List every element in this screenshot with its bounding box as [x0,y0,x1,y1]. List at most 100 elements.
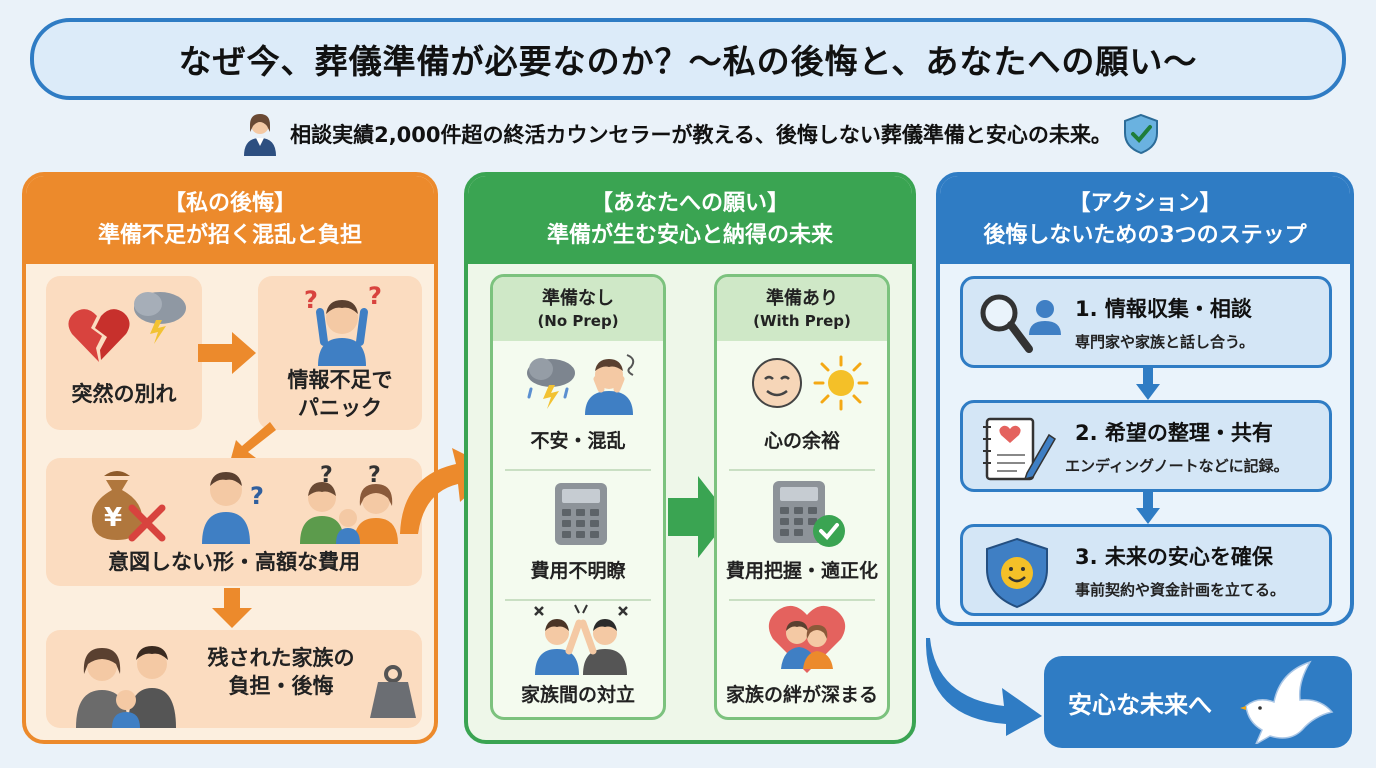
step-2-icon [977,413,1057,489]
family-burden-card: 残された家族の 負担・後悔 [46,630,422,728]
step-3-title: 3. 未来の安心を確保 [1075,545,1273,569]
cost-control-label: 費用把握・適正化 [725,560,878,582]
sudden-parting-label: 突然の別れ [71,382,177,406]
divider [729,599,875,601]
svg-text:?: ? [320,463,333,488]
calculator-check-icon [773,481,845,547]
subtitle-row: 相談実績2,000件超の終活カウンセラーが教える、後悔しない葬儀準備と安心の未来… [160,112,1240,156]
wish-header-title: 準備が生む安心と納得の未来 [546,223,833,248]
sun-icon [813,355,869,411]
action-panel-header: 【アクション】 後悔しないための3つのステップ [940,176,1350,264]
subtitle-text: 相談実績2,000件超の終活カウンセラーが教える、後悔しない葬儀準備と安心の未来… [290,123,1112,147]
high-cost-card: ¥ ? ? ? 意図しない形・高額な費用 [46,458,422,586]
family-burden-line1: 残された家族の [207,646,355,670]
panic-card: ? ? 情報不足で パニック [258,276,422,430]
action-header-title: 後悔しないための3つのステップ [983,223,1307,248]
no-prep-sub: (No Prep) [537,312,619,331]
regret-panel-header: 【私の後悔】 準備不足が招く混乱と負担 [26,176,434,264]
grieving-family-icon [76,646,176,728]
divider [505,599,651,601]
high-cost-label: 意図しない形・高額な費用 [108,550,360,574]
family-conflict-cell: 家族間の対立 [493,595,663,717]
with-prep-header: 準備あり (With Prep) [717,277,887,341]
weight-icon [370,665,416,718]
anxiety-label: 不安・混乱 [530,430,626,452]
no-prep-title: 準備なし [542,287,614,309]
with-prep-column: 準備あり (With Prep) 心の余裕 [714,274,890,720]
secure-future-banner: 安心な未来へ [1044,656,1352,748]
broken-heart-icon [68,309,130,362]
green-arrow-icon [668,476,730,558]
peace-of-mind-label: 心の余裕 [763,430,840,452]
step-arrow-icon [1136,368,1160,400]
wish-panel: 【あなたへの願い】 準備が生む安心と納得の未来 準備なし (No Prep) 不… [464,172,916,744]
dove-icon [1240,660,1334,744]
step-1-icon [977,289,1063,363]
money-bag-icon: ¥ [91,471,166,542]
divider [505,469,651,471]
panic-label: 情報不足で パニック [258,366,422,423]
counselor-icon [244,114,277,156]
svg-text:?: ? [368,463,381,488]
unclear-cost-cell: 費用不明瞭 [493,471,663,599]
step-1-desc: 専門家や家族と話し合う。 [1075,333,1255,351]
down-arrow-icon [212,588,252,628]
cost-control-cell: 費用把握・適正化 [717,471,887,599]
action-panel: 【アクション】 後悔しないための3つのステップ 1. 情報収集・相談 専門家や家… [936,172,1354,626]
regret-header-title: 準備不足が招く混乱と負担 [97,223,362,248]
svg-text:?: ? [304,286,318,314]
step-1-card: 1. 情報収集・相談 専門家や家族と話し合う。 [960,276,1332,368]
regret-panel: 【私の後悔】 準備不足が招く混乱と負担 突然の別れ ? ? 情報不足で パニ [22,172,438,744]
family-bond-cell: 家族の絆が深まる [717,595,887,717]
smile-face-icon [752,358,802,408]
step-3-icon [977,537,1057,613]
wish-panel-header: 【あなたへの願い】 準備が生む安心と納得の未来 [468,176,912,264]
svg-text:?: ? [250,482,264,510]
step-1-title: 1. 情報収集・相談 [1075,297,1252,321]
family-burden-label: 残された家族の 負担・後悔 [196,644,366,701]
no-prep-header: 準備なし (No Prep) [493,277,663,341]
sudden-parting-card: 突然の別れ [46,276,202,430]
hug-heart-icon [768,605,846,673]
step-2-card: 2. 希望の整理・共有 エンディングノートなどに記録。 [960,400,1332,492]
unclear-cost-label: 費用不明瞭 [530,560,626,582]
secure-future-text: 安心な未来へ [1068,690,1212,719]
storm-cloud-icon [134,292,186,344]
family-icon: ? ? [300,463,398,544]
notebook-pen-icon [983,417,1057,481]
with-prep-sub: (With Prep) [753,312,851,331]
family-burden-line2: 負担・後悔 [228,674,334,699]
svg-text:¥: ¥ [104,503,122,533]
panic-label-line1: 情報不足で [287,368,393,392]
rain-cloud-icon [527,358,575,409]
regret-header-tag: 【私の後悔】 [163,191,296,217]
shield-check-icon [1123,113,1158,155]
wish-header-tag: 【あなたへの願い】 [590,191,789,217]
magnifier-icon [980,294,1061,353]
confused-person-icon: ? ? [304,282,382,366]
arguing-people-icon [534,604,628,675]
no-prep-column: 準備なし (No Prep) 不安・混乱 [490,274,666,720]
down-left-arrow-icon [230,422,276,462]
blue-curved-arrow-icon [926,638,1042,736]
family-conflict-label: 家族間の対立 [520,684,635,706]
title-banner: なぜ今、葬儀準備が必要なのか？〜私の後悔と、あなたへの願い〜 [30,18,1346,100]
with-prep-title: 準備あり [766,287,838,309]
calculator-icon [555,483,607,545]
anxiety-cell: 不安・混乱 [493,341,663,469]
distressed-person-icon [585,354,635,415]
action-header-tag: 【アクション】 [1068,191,1222,217]
step-3-card: 3. 未来の安心を確保 事前契約や資金計画を立てる。 [960,524,1332,616]
right-arrow-icon [198,332,256,374]
worried-person-icon: ? [202,472,264,544]
step-2-desc: エンディングノートなどに記録。 [1065,457,1289,475]
step-2-title: 2. 希望の整理・共有 [1075,421,1273,445]
peace-of-mind-cell: 心の余裕 [717,341,887,469]
page-title: なぜ今、葬儀準備が必要なのか？〜私の後悔と、あなたへの願い〜 [178,42,1198,81]
smile-shield-icon [986,537,1048,609]
step-3-desc: 事前契約や資金計画を立てる。 [1075,581,1286,599]
family-bond-label: 家族の絆が深まる [725,684,878,706]
svg-text:?: ? [368,282,382,310]
step-arrow-icon [1136,492,1160,524]
divider [729,469,875,471]
